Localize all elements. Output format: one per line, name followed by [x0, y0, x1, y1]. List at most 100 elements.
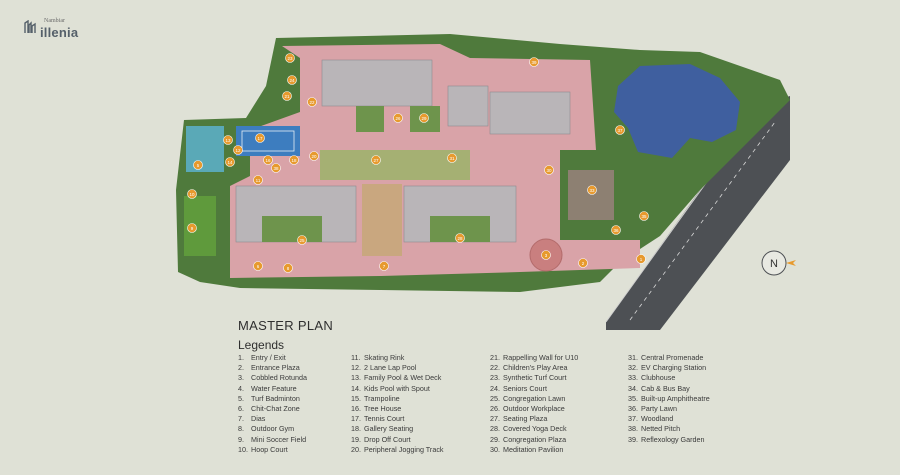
map-marker-8 — [283, 263, 293, 273]
map-marker-27 — [371, 155, 381, 165]
legend-item: 27.Seating Plaza — [490, 414, 548, 424]
map-marker-10 — [187, 189, 197, 199]
legend-item: 11.Skating Rink — [351, 353, 405, 362]
map-marker-28 — [455, 233, 465, 243]
legend-item: 36.Party Lawn — [628, 404, 677, 414]
map-marker-label: 24 — [289, 78, 295, 83]
map-marker-12 — [233, 145, 243, 155]
legend-item: 25.Congregation Lawn — [490, 393, 566, 403]
brand-logo: Nambiar illenia — [24, 16, 94, 40]
map-marker-2 — [578, 258, 588, 268]
road-center-line — [629, 121, 776, 321]
map-marker-label: 22 — [309, 100, 315, 105]
legend-item: 4.Water Feature — [238, 383, 297, 393]
legend-item: 20.Peripheral Jogging Track — [351, 444, 444, 454]
map-marker-label: 16 — [265, 158, 271, 163]
map-marker-7 — [379, 261, 389, 271]
legends-heading: Legends — [238, 338, 285, 352]
map-marker-23 — [285, 53, 295, 63]
brand-name-top: Nambiar — [44, 18, 65, 24]
map-marker-36 — [611, 225, 621, 235]
tower-blocks — [235, 59, 571, 243]
map-marker-label: 10 — [189, 192, 195, 197]
map-marker-label: 11 — [256, 178, 261, 183]
legend-item: 5.Turf Badminton — [238, 393, 300, 403]
map-marker-label: 18 — [291, 158, 297, 163]
central-promenade — [362, 184, 402, 256]
legend-column-3: 21.Rappelling Wall for U10 22.Children's… — [490, 353, 578, 455]
map-marker-16 — [263, 155, 273, 165]
brand-name: illenia — [40, 25, 79, 40]
map-marker-30 — [544, 165, 554, 175]
map-marker-label: 30 — [546, 168, 552, 173]
legend-item: 23.Synthetic Turf Court — [490, 373, 567, 383]
map-markers — [187, 53, 649, 273]
map-marker-label: 28 — [457, 236, 463, 241]
map-marker-label: 33 — [589, 188, 595, 193]
map-marker-label: 2 — [582, 261, 585, 266]
legend-item: 19.Drop Off Court — [351, 434, 411, 444]
legend-column-4: 31.Central Promenade 32.EV Charging Stat… — [628, 353, 710, 445]
legend-item: 14.Kids Pool with Spout — [351, 383, 430, 393]
compass-label: N — [770, 258, 778, 270]
map-marker-label: 38 — [273, 166, 279, 171]
map-marker-35 — [639, 211, 649, 221]
map-marker-18 — [289, 155, 299, 165]
legend-item: 12.2 Lane Lap Pool — [351, 363, 417, 373]
map-marker-14 — [225, 157, 235, 167]
central-lawn — [320, 150, 470, 180]
road — [606, 96, 790, 330]
map-marker-31 — [447, 153, 457, 163]
legend-column-1: 1.Entry / Exit 2.Entrance Plaza 3.Cobble… — [238, 353, 307, 455]
tennis-court-inner — [241, 130, 295, 152]
map-marker-21 — [282, 91, 292, 101]
legend-item: 26.Outdoor Workplace — [490, 404, 565, 414]
legend-item: 39.Reflexology Garden — [628, 434, 705, 444]
map-marker-label: 25 — [299, 238, 305, 243]
page-title: MASTER PLAN — [238, 318, 334, 333]
map-marker-label: 6 — [257, 264, 260, 269]
map-marker-11 — [253, 175, 263, 185]
legend-item: 32.EV Charging Station — [628, 363, 707, 373]
legend-item: 15.Trampoline — [351, 393, 400, 403]
map-marker-33 — [587, 185, 597, 195]
map-marker-label: 27 — [373, 158, 379, 163]
map-marker-26 — [393, 113, 403, 123]
tennis-court — [236, 126, 300, 156]
legend-item: 21.Rappelling Wall for U10 — [490, 353, 579, 362]
map-marker-38 — [271, 163, 281, 173]
legend-item: 10.Hoop Court — [238, 444, 288, 454]
map-marker-37 — [615, 125, 625, 135]
map-marker-39 — [529, 57, 539, 67]
legend-item: 34.Cab & Bus Bay — [628, 383, 690, 393]
map-marker-label: 23 — [287, 56, 293, 61]
clubhouse — [568, 170, 614, 220]
map-marker-label: 36 — [613, 228, 619, 233]
legend-item: 9.Mini Soccer Field — [238, 434, 307, 444]
legend-item: 33.Clubhouse — [628, 373, 676, 383]
map-marker-20 — [309, 151, 319, 161]
map-marker-13 — [223, 135, 233, 145]
map-marker-label: 9 — [191, 226, 194, 231]
legend-item: 18.Gallery Seating — [351, 424, 414, 434]
map-marker-1 — [636, 254, 646, 264]
legend-item: 1.Entry / Exit — [238, 353, 286, 362]
map-marker-label: 3 — [545, 253, 548, 258]
legend-item: 28.Covered Yoga Deck — [490, 424, 567, 434]
legend-item: 35.Built-up Amphitheatre — [628, 393, 710, 403]
map-marker-5 — [193, 160, 203, 170]
map-marker-label: 17 — [257, 136, 263, 141]
map-marker-label: 21 — [284, 94, 290, 99]
legend-item: 13.Family Pool & Wet Deck — [351, 373, 442, 383]
map-marker-label: 37 — [617, 128, 623, 133]
map-marker-label: 8 — [287, 266, 290, 271]
map-marker-label: 1 — [640, 257, 643, 262]
map-marker-25 — [297, 235, 307, 245]
legend-item: 38.Netted Pitch — [628, 424, 681, 434]
legend-item: 29.Congregation Plaza — [490, 434, 567, 444]
map-marker-label: 39 — [531, 60, 537, 65]
legend-item: 24.Seniors Court — [490, 383, 547, 393]
map-marker-24 — [287, 75, 297, 85]
map-marker-9 — [187, 223, 197, 233]
